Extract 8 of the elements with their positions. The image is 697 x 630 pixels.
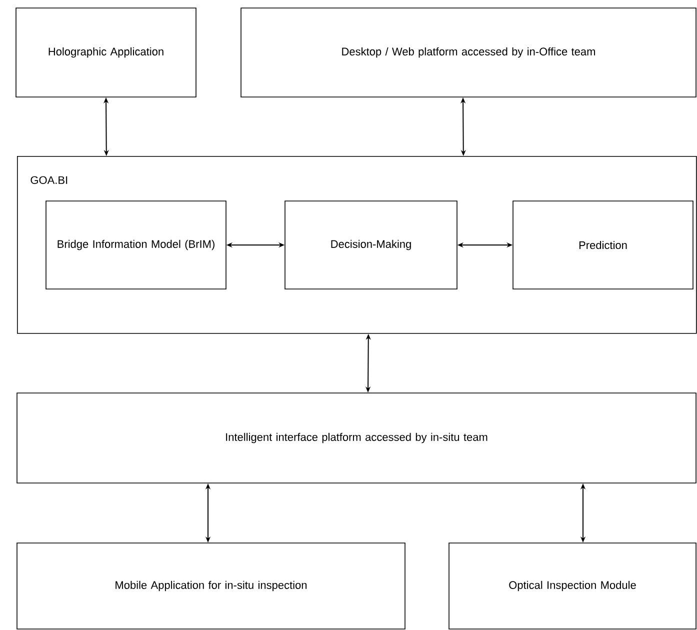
process-box: Holographic Application	[16, 8, 196, 98]
process-box: Optical Inspection Module	[448, 542, 696, 630]
process-box: Prediction	[512, 200, 694, 290]
process-box: Intelligent interface platform accessed by in-situ team	[16, 392, 696, 484]
process-box: Decision-Making	[284, 200, 458, 290]
process-box: Bridge Information Model (BrIM)	[46, 200, 226, 290]
process-box: Desktop / Web platform accessed by in-Office team	[240, 8, 696, 98]
process-box: Mobile Application for in-situ inspection	[16, 542, 406, 630]
